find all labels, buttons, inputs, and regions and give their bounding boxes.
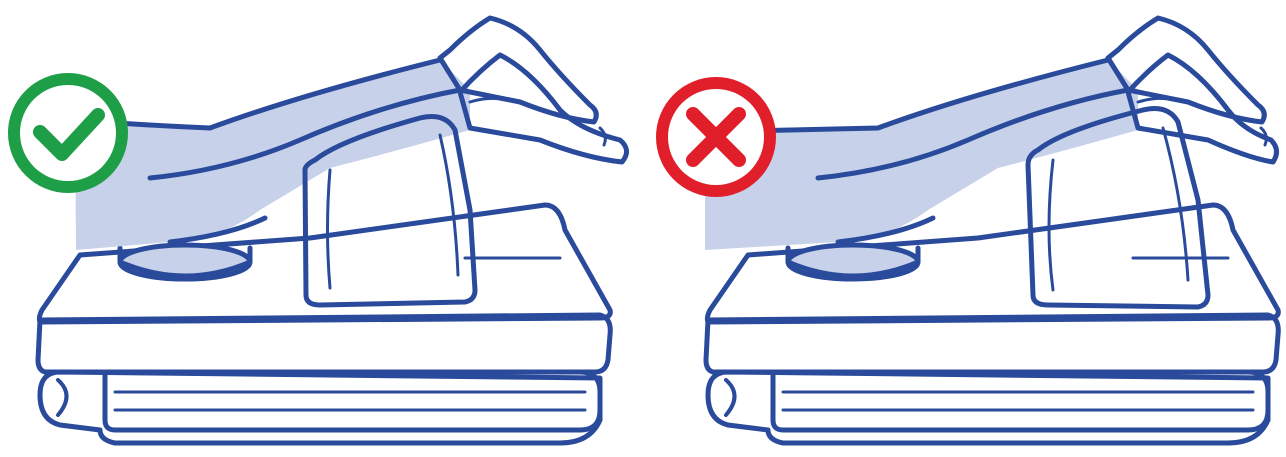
- table-drawer: [105, 372, 600, 430]
- patient-legs: [705, 18, 1277, 250]
- incorrect-scene: [643, 0, 1286, 457]
- patient-legs: [75, 18, 627, 250]
- table-drawer: [773, 372, 1268, 430]
- incorrect-badge: [656, 77, 776, 197]
- correct-scene: [0, 0, 643, 457]
- panel-correct: [0, 0, 643, 457]
- correct-badge: [8, 73, 128, 193]
- panel-incorrect: [643, 0, 1286, 457]
- foam-block: [1028, 109, 1208, 308]
